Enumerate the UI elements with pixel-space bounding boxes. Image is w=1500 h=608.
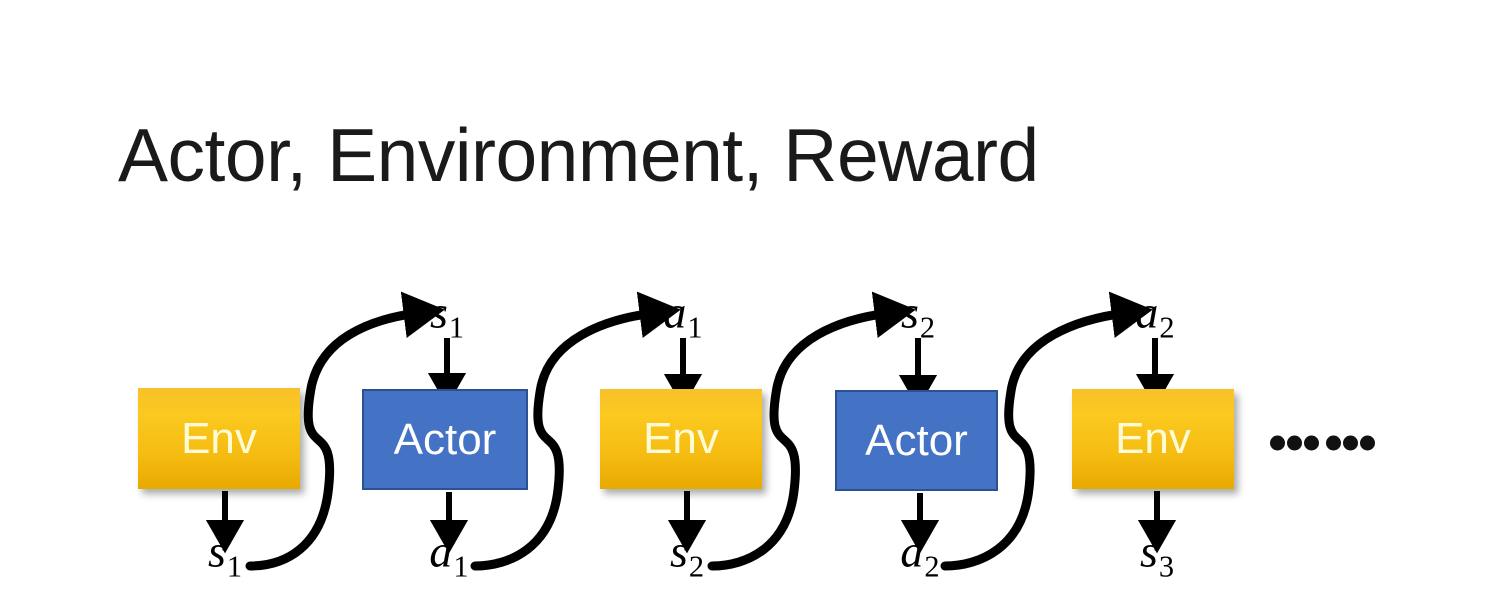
math-label-top-s2: s2 xyxy=(901,289,935,342)
math-label-bot-s3: s3 xyxy=(1140,528,1174,581)
math-label-bot-a2: a2 xyxy=(900,528,939,581)
dot xyxy=(1270,435,1285,451)
symbol-base: a xyxy=(900,525,924,577)
dot xyxy=(1360,435,1375,451)
node-box-actor1[interactable]: Actor xyxy=(362,389,528,490)
node-box-env2[interactable]: Env xyxy=(600,389,762,489)
math-label-bot-s2: s2 xyxy=(670,528,704,581)
node-box-actor2[interactable]: Actor xyxy=(835,390,998,491)
symbol-base: a xyxy=(1135,286,1159,338)
continuation-dots-icon xyxy=(1270,435,1377,451)
math-label-bot-s1: s1 xyxy=(208,528,242,581)
arrows-out-of-boxes xyxy=(205,491,1177,554)
node-label-env1: Env xyxy=(181,413,257,463)
symbol-subscript: 1 xyxy=(453,549,469,584)
symbol-base: s xyxy=(669,525,688,577)
symbol-base: s xyxy=(900,286,919,338)
math-label-top-a1: a1 xyxy=(663,289,702,342)
dot xyxy=(1304,435,1319,451)
symbol-subscript: 2 xyxy=(1159,310,1175,345)
page-title: Actor, Environment, Reward xyxy=(118,113,1039,197)
math-label-top-a2: a2 xyxy=(1135,289,1174,342)
symbol-subscript: 3 xyxy=(1158,549,1175,584)
dot xyxy=(1287,435,1302,451)
node-label-env3: Env xyxy=(1115,414,1191,463)
symbol-base: s xyxy=(429,286,448,338)
node-label-actor1: Actor xyxy=(393,414,497,464)
dot xyxy=(1326,435,1341,451)
symbol-subscript: 1 xyxy=(226,549,243,584)
symbol-base: s xyxy=(1139,525,1158,577)
symbol-base: a xyxy=(429,525,453,577)
symbol-subscript: 2 xyxy=(688,549,705,584)
node-label-env2: Env xyxy=(643,414,719,463)
node-label-actor2: Actor xyxy=(865,415,968,465)
dot xyxy=(1343,435,1358,451)
symbol-base: a xyxy=(663,286,687,338)
math-label-bot-a1: a1 xyxy=(429,528,468,581)
node-box-env3[interactable]: Env xyxy=(1072,389,1234,489)
symbol-base: s xyxy=(207,525,226,577)
symbol-subscript: 1 xyxy=(687,310,703,345)
symbol-subscript: 2 xyxy=(919,310,936,345)
arrows-into-boxes xyxy=(427,338,1175,409)
symbol-subscript: 1 xyxy=(448,310,465,345)
symbol-subscript: 2 xyxy=(924,549,940,584)
node-box-env1[interactable]: Env xyxy=(138,388,300,489)
math-label-top-s1: s1 xyxy=(430,289,464,342)
